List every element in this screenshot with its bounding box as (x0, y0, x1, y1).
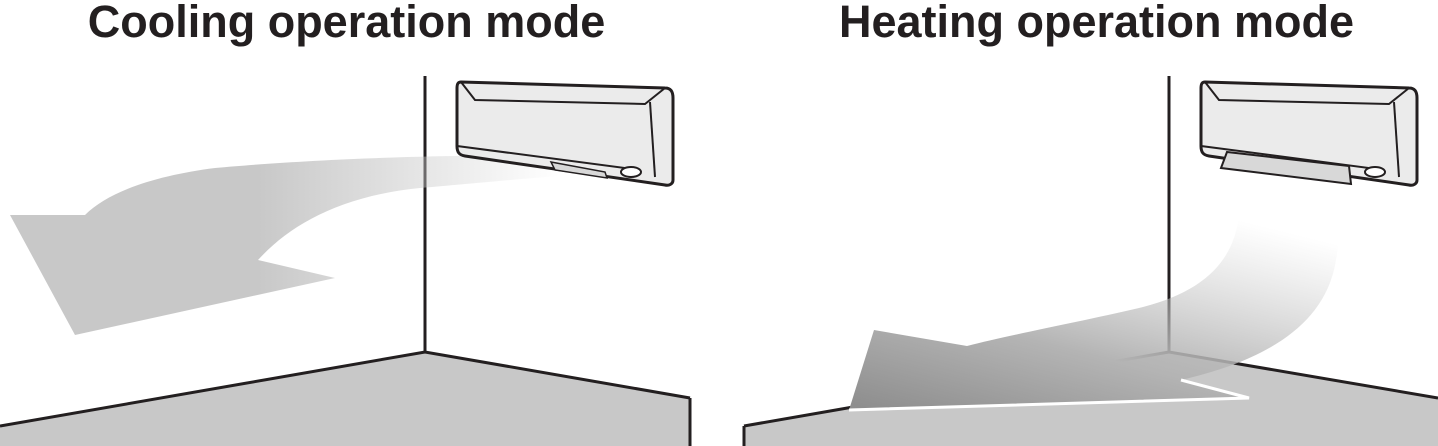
cooling-panel: Cooling operation mode (0, 0, 692, 446)
airflow-arrow-icon (849, 190, 1339, 410)
cooling-room-illustration (0, 76, 692, 446)
air-conditioner-icon (455, 80, 675, 187)
air-conditioner-icon (1199, 80, 1419, 187)
airflow-arrow-outline (848, 378, 1250, 412)
heating-panel: Heating operation mode (719, 0, 1438, 446)
heating-mode-title: Heating operation mode (838, 0, 1355, 47)
cooling-floor (0, 352, 690, 446)
airflow-arrow-icon (10, 155, 560, 335)
cooling-mode-title: Cooling operation mode (87, 0, 606, 47)
heating-room-illustration (742, 76, 1438, 446)
